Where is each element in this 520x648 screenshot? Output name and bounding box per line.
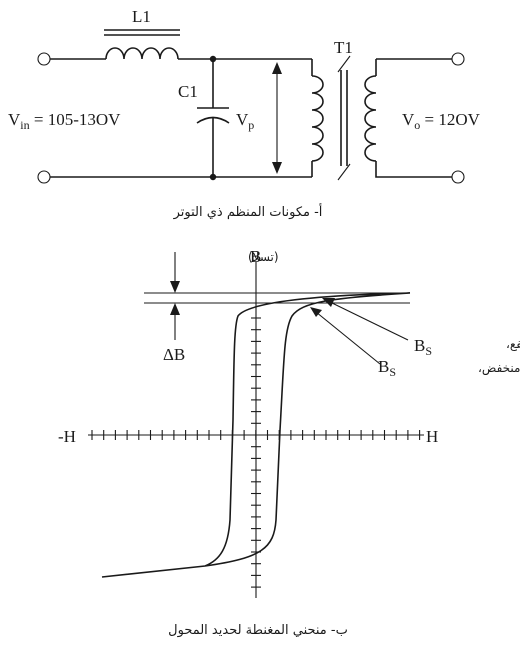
- h-axis-neg-label: -H: [58, 427, 76, 446]
- circuit-diagram: L1 C1 T1 Vin = 105-13OV Vp Vo = 12OV أ- …: [8, 7, 481, 220]
- vp-arrow-head-up: [272, 62, 282, 74]
- inductor-l1-coil: [105, 47, 179, 60]
- h-axis-pos-label: H: [426, 427, 438, 446]
- hysteresis-caption: ب- منحني المغنطة لحديد المحول: [168, 623, 348, 638]
- b-axis-unit: (تسلا): [248, 250, 279, 264]
- bs-high-symbol: BS: [414, 336, 432, 358]
- b-axis-label: B: [250, 247, 261, 266]
- bs-high-callout-head: [322, 298, 335, 307]
- output-terminal-top: [451, 52, 465, 66]
- bs-low-callout-line: [315, 311, 381, 365]
- vo-label: Vo = 12OV: [402, 110, 481, 132]
- transformer-secondary-coil: [364, 75, 377, 162]
- hysteresis-diagram: B (تسلا) H -H ΔB BS خط مرتفع، BS خط منخف…: [58, 247, 520, 638]
- input-terminal-top: [37, 52, 51, 66]
- capacitor-label: C1: [178, 82, 198, 101]
- delta-b-arrow-up-head: [170, 303, 180, 315]
- delta-b-arrow-down-head: [170, 281, 180, 293]
- inductor-label: L1: [132, 7, 151, 26]
- vin-label: Vin = 105-13OV: [8, 110, 121, 132]
- bs-high-text: خط مرتفع،: [506, 337, 520, 352]
- vp-arrow-head-down: [272, 162, 282, 174]
- vp-label: Vp: [236, 110, 254, 132]
- hysteresis-loop: [101, 292, 411, 578]
- transformer-primary-coil: [311, 75, 324, 162]
- input-terminal-bottom: [37, 170, 51, 184]
- bs-low-callout-head: [310, 307, 322, 317]
- transformer-core-tick-bottom: [337, 163, 351, 181]
- transformer-label: T1: [334, 38, 353, 57]
- bs-high-callout-line: [329, 301, 409, 341]
- delta-b-label: ΔB: [163, 345, 185, 364]
- wire-output-bottom: [375, 161, 452, 178]
- circuit-caption: أ- مكونات المنظم ذي التوتر: [173, 203, 323, 220]
- bs-low-text: خط منخفض،: [478, 361, 520, 376]
- transformer-core-tick-top: [337, 55, 351, 73]
- output-terminal-bottom: [451, 170, 465, 184]
- bs-low-symbol: BS: [378, 357, 396, 379]
